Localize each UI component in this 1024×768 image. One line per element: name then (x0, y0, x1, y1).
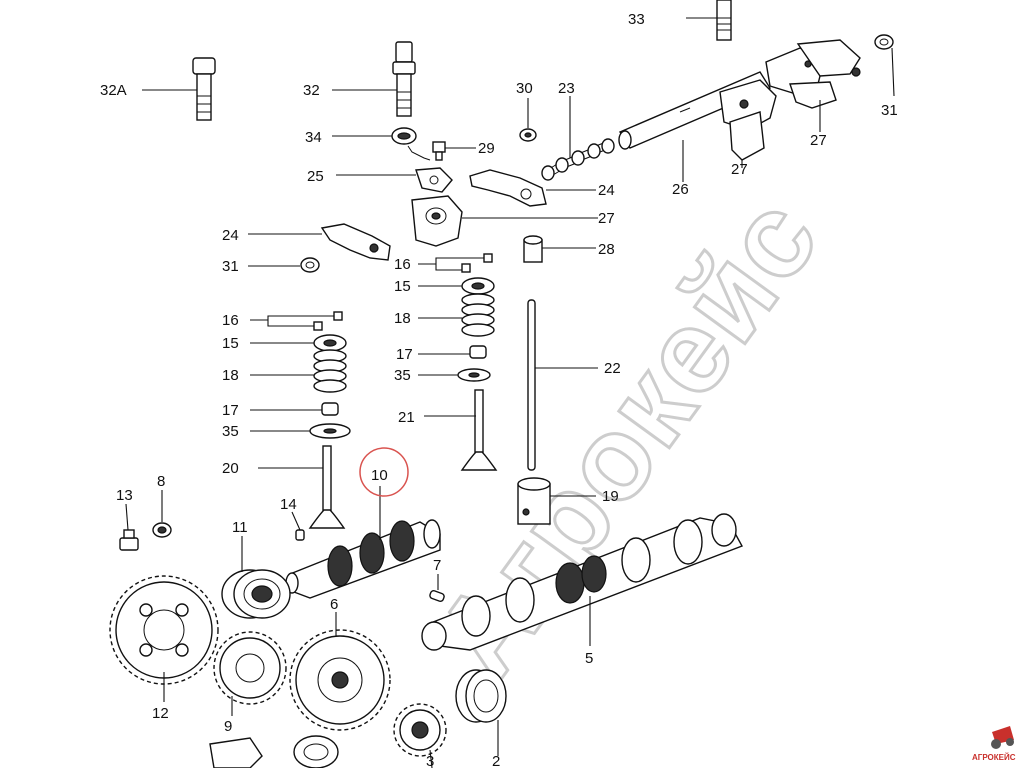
label-17-left: 17 (222, 402, 239, 419)
label-35-left: 35 (222, 423, 239, 440)
label-11: 11 (232, 519, 248, 536)
label-34: 34 (305, 129, 322, 146)
label-29: 29 (478, 140, 495, 157)
part-7-key (429, 574, 445, 603)
part-17-seal-left (250, 402, 339, 416)
label-30: 30 (516, 80, 533, 97)
label-28: 28 (598, 241, 615, 258)
part-27-bracket (411, 195, 598, 247)
part-4-gear-small (393, 703, 447, 768)
part-24-rocker-arm-b (248, 223, 391, 261)
part-8-nut (152, 490, 172, 538)
label-5: 5 (585, 650, 593, 667)
label-16-right: 16 (394, 256, 411, 273)
part-11-bearing (221, 536, 291, 619)
label-3: 3 (426, 753, 434, 768)
part-9-gear (213, 631, 287, 716)
part-18-spring-right (418, 293, 495, 337)
label-21: 21 (398, 409, 415, 426)
part-27-rocker-supports (719, 39, 861, 168)
label-14: 14 (280, 496, 297, 513)
label-24-top: 24 (598, 182, 615, 199)
part-21-valve (424, 389, 498, 471)
part-6-gear (289, 612, 391, 731)
label-19: 19 (602, 488, 619, 505)
label-25: 25 (307, 168, 324, 185)
part-19-tappet (517, 477, 596, 525)
label-32: 32 (303, 82, 320, 99)
logo-text: АГРОКЕЙС (972, 753, 1016, 762)
label-26: 26 (672, 181, 689, 198)
part-35-washer-left (250, 423, 351, 439)
label-33: 33 (628, 11, 645, 28)
part-28-sleeve (523, 235, 596, 263)
part-14-pin (291, 511, 305, 541)
bracket-bottom (209, 737, 263, 768)
label-20: 20 (222, 460, 239, 477)
part-2-bearing (455, 669, 507, 756)
part-3-bearing (293, 735, 339, 768)
part-33-bolt (686, 0, 732, 41)
label-32A: 32A (100, 82, 127, 99)
part-20-valve (258, 445, 346, 529)
label-18-right: 18 (394, 310, 411, 327)
label-10: 10 (371, 467, 388, 484)
part-30-nut (519, 98, 537, 142)
label-12: 12 (152, 705, 169, 722)
part-34-washer (332, 127, 431, 161)
part-32-stud (332, 41, 416, 117)
label-24-left: 24 (222, 227, 239, 244)
part-24-rocker-arm-a (469, 169, 596, 207)
part-16-keepers-left (250, 311, 343, 331)
part-labels: 33 32A 32 30 23 31 34 29 25 24 27 27 27 … (100, 11, 898, 768)
label-2: 2 (492, 753, 500, 768)
label-23: 23 (558, 80, 575, 97)
label-35-right: 35 (394, 367, 411, 384)
label-17-right: 17 (396, 346, 413, 363)
part-12-gear (109, 575, 219, 702)
part-22-pushrod (527, 299, 598, 471)
part-15-retainer-right (418, 277, 495, 295)
label-27-bracket: 27 (598, 210, 615, 227)
part-31-washer (248, 257, 320, 273)
part-35-washer-right (418, 368, 491, 382)
label-7: 7 (433, 557, 441, 574)
part-15-retainer-left (250, 334, 347, 352)
part-32A-bolt (142, 57, 216, 121)
label-22: 22 (604, 360, 621, 377)
part-29-screw (432, 141, 476, 161)
label-8: 8 (157, 473, 165, 490)
part-18-spring-left (250, 349, 347, 393)
label-9: 9 (224, 718, 232, 735)
part-17-seal-right (418, 345, 487, 359)
label-15-left: 15 (222, 335, 239, 352)
label-27-right: 27 (810, 132, 827, 149)
part-5-camshaft (421, 513, 743, 651)
part-31-washer-top (874, 34, 895, 97)
label-16-left: 16 (222, 312, 239, 329)
part-10-shaft (285, 486, 441, 599)
label-15-right: 15 (394, 278, 411, 295)
highlight-circle-10 (359, 447, 409, 497)
part-16-keepers-right (418, 253, 493, 273)
label-31-top: 31 (881, 102, 898, 119)
part-13-bolt (119, 503, 139, 551)
part-23-spring (541, 96, 615, 181)
label-31-left: 31 (222, 258, 239, 275)
agrokeis-logo: АГРОКЕЙС (972, 726, 1016, 762)
part-25-plate (336, 167, 453, 193)
label-27-mid: 27 (731, 161, 748, 178)
label-18-left: 18 (222, 367, 239, 384)
label-6: 6 (330, 596, 338, 613)
label-13: 13 (116, 487, 133, 504)
